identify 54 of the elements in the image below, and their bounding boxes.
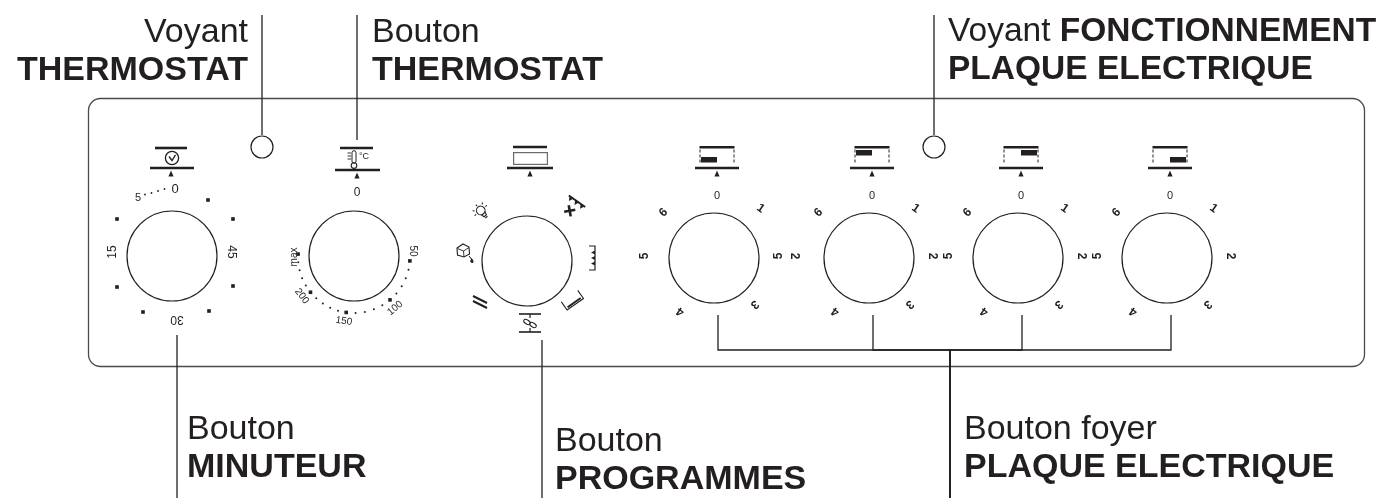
scale-number: max bbox=[289, 247, 299, 267]
scale-number: 15 bbox=[106, 245, 118, 259]
scale-number: 45 bbox=[226, 245, 238, 259]
scale-number: 0 bbox=[353, 186, 361, 198]
callout-label: Voyant THERMOSTAT bbox=[8, 11, 262, 91]
callout-label: Voyant FONCTIONNEMENT PLAQUE ELECTRIQUE bbox=[934, 11, 1390, 91]
leader-line bbox=[949, 314, 1172, 498]
scale-number: 1 bbox=[1058, 201, 1072, 215]
scale-number: 4 bbox=[977, 305, 991, 319]
callout-label: Bouton foyer PLAQUE ELECTRIQUE bbox=[950, 408, 1350, 498]
scale-number: 3 bbox=[748, 298, 762, 312]
leader-line bbox=[541, 339, 543, 498]
indicator-light bbox=[250, 135, 274, 159]
scale-number: 0 bbox=[171, 181, 179, 195]
scale-number: 0 bbox=[1017, 189, 1025, 201]
scale-number: 0 bbox=[1166, 189, 1174, 201]
scale-number: 3 bbox=[1052, 298, 1066, 312]
unit-label: °C bbox=[358, 151, 370, 161]
scale-number: 5 bbox=[638, 252, 650, 260]
scale-number: 3 bbox=[903, 298, 917, 312]
callout-label: Bouton MINUTEUR bbox=[177, 408, 383, 498]
scale-number: 150 bbox=[335, 314, 353, 328]
scale-number: 30 bbox=[170, 314, 184, 326]
indicator-light bbox=[922, 135, 946, 159]
scale-number: 1 bbox=[754, 201, 768, 215]
scale-number: 4 bbox=[828, 305, 842, 319]
leader-line bbox=[176, 334, 178, 498]
scale-number: 5 bbox=[1091, 252, 1103, 260]
scale-number: 3 bbox=[1201, 298, 1215, 312]
scale-number: 200 bbox=[293, 286, 311, 306]
scale-number: 6 bbox=[811, 205, 825, 219]
callout-label: Bouton PROGRAMMES bbox=[542, 420, 814, 498]
scale-number: 6 bbox=[1109, 205, 1123, 219]
leader-line bbox=[933, 14, 935, 136]
callout-label: Bouton THERMOSTAT bbox=[357, 11, 619, 91]
scale-number: 100 bbox=[385, 298, 405, 318]
scale-number: 50 bbox=[408, 245, 418, 257]
leader-line bbox=[261, 14, 263, 136]
scale-number: 5 bbox=[772, 252, 784, 260]
scale-number: 1 bbox=[1207, 201, 1221, 215]
scale-number: 6 bbox=[656, 205, 670, 219]
scale-number: 1 bbox=[909, 201, 923, 215]
scale-number: 2 bbox=[1076, 252, 1088, 260]
scale-number: 6 bbox=[960, 205, 974, 219]
leader-line bbox=[356, 14, 358, 141]
scale-number: 5 bbox=[942, 252, 954, 260]
scale-number: 4 bbox=[673, 305, 687, 319]
scale-number: 0 bbox=[713, 189, 721, 201]
scale-number: 2 bbox=[1225, 252, 1237, 260]
scale-number: 2 bbox=[789, 252, 801, 260]
scale-number: 2 bbox=[927, 252, 939, 260]
scale-number: 4 bbox=[1126, 305, 1140, 319]
scale-number: 5 bbox=[134, 191, 142, 203]
scale-number: 0 bbox=[868, 189, 876, 201]
